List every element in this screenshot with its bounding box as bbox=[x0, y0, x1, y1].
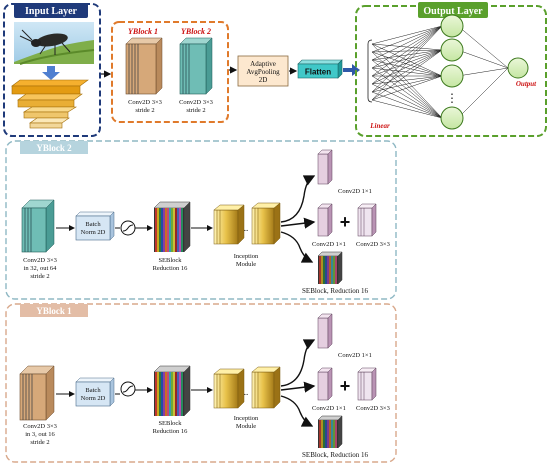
yblock1-conv-stack bbox=[19, 365, 55, 421]
yblock2-seblock-stack bbox=[153, 201, 191, 253]
yblock2-conv-label-2: in 32, out 64 bbox=[24, 265, 58, 272]
yblock1-title-badge bbox=[20, 304, 88, 317]
yblock1-branch-top-label: Conv2D 1×1 bbox=[338, 352, 372, 359]
input-down-arrow bbox=[42, 66, 60, 80]
output-layer-title: Output Layer bbox=[423, 6, 483, 17]
yblock1-bn-line-1: Batch bbox=[85, 387, 101, 394]
input-layer-title: Input Layer bbox=[25, 6, 78, 17]
adaptive-line-1: Adaptive bbox=[250, 60, 276, 68]
input-layer-title-badge bbox=[14, 3, 88, 18]
yblock1-activation-icon bbox=[120, 381, 136, 397]
input-tensor-stack bbox=[11, 79, 89, 129]
yblock2-inception-dots: .. bbox=[244, 223, 249, 233]
yblock1-branch-mid-left-label: Conv2D 1×1 bbox=[312, 405, 346, 412]
output-label: Output bbox=[516, 80, 537, 88]
input-image bbox=[14, 22, 95, 65]
linear-input-bracket bbox=[367, 39, 373, 103]
dense-connections bbox=[371, 25, 509, 119]
yblock1-detail-panel: YBlock 1 Conv2D 3×3 in 3, out 16 stride … bbox=[5, 303, 397, 463]
yblock1-top-title: YBlock 1 bbox=[128, 27, 158, 36]
adaptive-line-3: 2D bbox=[259, 76, 268, 84]
hidden-node bbox=[440, 38, 464, 62]
yblock2-inception-stack bbox=[213, 202, 281, 245]
yblock2-branch-top-arrow bbox=[280, 175, 316, 223]
yblock1-seblock-stack bbox=[153, 365, 191, 417]
yblock2-conv-label-1: Conv2D 3×3 bbox=[23, 257, 57, 264]
linear-label: Linear bbox=[369, 122, 390, 130]
hidden-node bbox=[440, 106, 464, 130]
yblock1-branch-mid-conv3x3 bbox=[357, 367, 377, 401]
yblock2-branch-bottom-se bbox=[317, 251, 343, 285]
adaptive-line-2: AvgPooling bbox=[246, 68, 280, 76]
yblock1-se-label-1: SEBlock bbox=[158, 420, 182, 427]
hidden-node bbox=[440, 64, 464, 88]
yblock1-inc-label-2: Module bbox=[236, 423, 256, 430]
yblock2-branch-bottom-label: SEBlock, Reduction 16 bbox=[302, 287, 368, 295]
yblock2-activation-icon bbox=[120, 220, 136, 236]
yblock1-branch-mid-arrow bbox=[280, 381, 316, 393]
yblock2-batchnorm-box: Batch Norm 2D bbox=[75, 211, 115, 241]
yblock2-inc-label-2: Module bbox=[236, 261, 256, 268]
arrow-flatten-to-output bbox=[343, 64, 360, 76]
yblock2-title: YBlock 2 bbox=[36, 143, 72, 153]
yblock1-top-conv-stack bbox=[125, 37, 163, 95]
output-layer-title-badge bbox=[418, 2, 488, 18]
yblock2-top-conv-stack bbox=[179, 37, 213, 95]
adaptive-avgpooling-box: Adaptive AvgPooling 2D bbox=[237, 55, 289, 87]
yblock1-conv-label-1: Conv2D 3×3 bbox=[23, 423, 57, 430]
yblock1-conv-label-3: stride 2 bbox=[30, 439, 49, 446]
yblock2-conv-stack bbox=[21, 199, 55, 253]
yblock2-se-label-2: Reduction 16 bbox=[153, 265, 189, 272]
yblock2-bn-line-1: Batch bbox=[85, 221, 101, 228]
yblock1-inc-label-1: Inception bbox=[234, 415, 259, 422]
yblock1-branch-top-arrow bbox=[280, 339, 316, 387]
yblock2-branch-bottom-arrow bbox=[280, 231, 314, 263]
yblock1-branch-bottom-se bbox=[317, 415, 343, 449]
yblock1-branch-top-conv bbox=[317, 313, 333, 349]
yblock1-branch-bottom-arrow bbox=[280, 395, 314, 427]
input-layer-panel: Input Layer bbox=[3, 3, 101, 137]
yblock2-inc-label-1: Inception bbox=[234, 253, 259, 260]
hidden-nodes-ellipsis: ⋮ bbox=[446, 91, 458, 105]
flatten-box: Flatten bbox=[297, 59, 343, 79]
yblock2-branch-mid-conv3x3 bbox=[357, 203, 377, 237]
yblock2-plus: + bbox=[340, 212, 351, 232]
yblock1-inception-dots: .. bbox=[244, 387, 249, 397]
yblock2-se-label-1: SEBlock bbox=[158, 257, 182, 264]
yblock1-plus: + bbox=[340, 376, 351, 396]
yblock2-branch-mid-right-label: Conv2D 3×3 bbox=[356, 241, 390, 248]
yblock1-se-label-2: Reduction 16 bbox=[153, 428, 189, 435]
yblock1-branch-mid-right-label: Conv2D 3×3 bbox=[356, 405, 390, 412]
yblock1-branch-mid-conv1x1 bbox=[317, 367, 333, 401]
yblock1-top-conv-label-1: Conv2D 3×3 bbox=[128, 99, 162, 106]
output-layer-panel: Output Layer ⋮ Output Linear bbox=[355, 2, 547, 137]
yblock2-branch-mid-conv1x1 bbox=[317, 203, 333, 237]
hidden-nodes bbox=[440, 14, 464, 130]
yblock2-top-conv-label-1: Conv2D 3×3 bbox=[179, 99, 213, 106]
hidden-node bbox=[440, 14, 464, 38]
yblock1-top-conv-label-2: stride 2 bbox=[135, 107, 154, 114]
yblock2-top-conv-label-2: stride 2 bbox=[186, 107, 205, 114]
yblock2-conv-label-3: stride 2 bbox=[30, 273, 49, 280]
yblock2-top-title: YBlock 2 bbox=[181, 27, 211, 36]
yblock1-batchnorm-box: Batch Norm 2D bbox=[75, 377, 115, 407]
yblock2-branch-mid-arrow bbox=[280, 217, 316, 229]
yblock2-branch-top-label: Conv2D 1×1 bbox=[338, 188, 372, 195]
yblocks-top-panel: YBlock 1 YBlock 2 Conv2D 3×3 stride 2 Co… bbox=[111, 21, 229, 123]
yblock2-title-badge bbox=[20, 141, 88, 154]
yblock2-detail-panel: YBlock 2 Conv2D 3×3 in 32, out 64 stride… bbox=[5, 140, 397, 300]
yblock2-branch-top-conv bbox=[317, 149, 333, 185]
yblock1-bn-line-2: Norm 2D bbox=[81, 395, 106, 402]
yblock1-conv-label-2: in 3, out 16 bbox=[25, 431, 55, 438]
yblock1-title: YBlock 1 bbox=[36, 306, 72, 316]
flatten-label: Flatten bbox=[305, 68, 331, 77]
output-node bbox=[507, 57, 529, 79]
yblock2-bn-line-2: Norm 2D bbox=[81, 229, 106, 236]
yblock1-inception-stack bbox=[213, 366, 281, 409]
yblock2-branch-mid-left-label: Conv2D 1×1 bbox=[312, 241, 346, 248]
yblock1-branch-bottom-label: SEBlock, Reduction 16 bbox=[302, 451, 368, 459]
